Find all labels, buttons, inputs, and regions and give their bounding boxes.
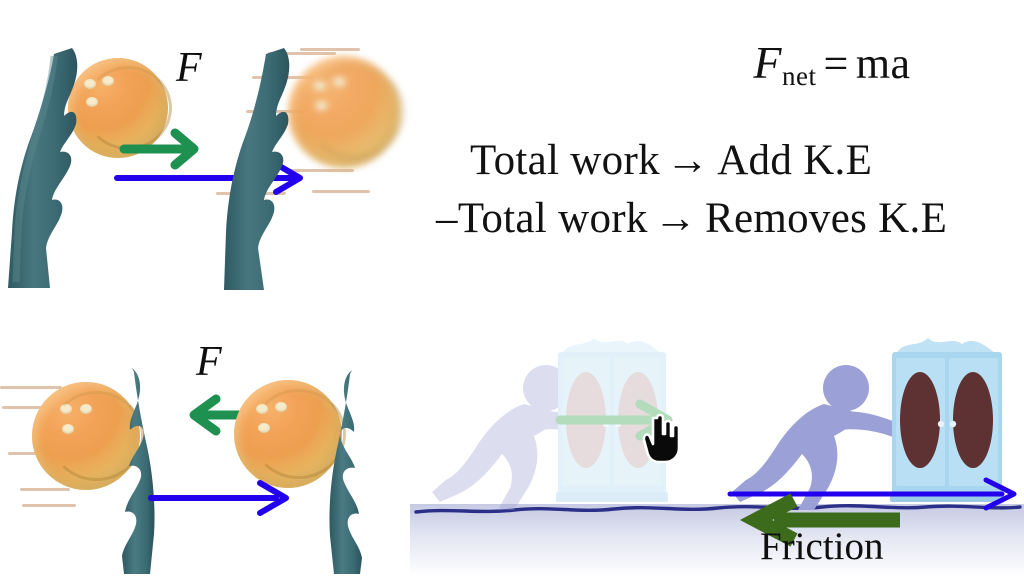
finger-hole (257, 423, 270, 434)
speed-line (2, 406, 60, 409)
bowling-ball (234, 380, 347, 488)
solid-push-scene (722, 330, 1024, 530)
formula-equals: = (823, 39, 849, 88)
hand-right (312, 366, 374, 576)
hand-middle (110, 364, 170, 576)
finger-hole (332, 77, 346, 88)
statement-prefix: – (436, 195, 458, 242)
formula-subscript: net (782, 61, 817, 91)
speed-line (312, 190, 370, 193)
statement-total-work-adds-ke: Total work→Add K.E (470, 136, 872, 185)
friction-label: Friction (760, 525, 884, 568)
displacement-arrow-right (727, 477, 1017, 511)
displacement-arrow-right (148, 480, 289, 516)
person-figure (432, 365, 606, 510)
finger-hole (60, 403, 73, 414)
finger-hole (84, 79, 96, 89)
formula-right-side: ma (855, 39, 911, 88)
statement-right: Removes K.E (705, 195, 948, 242)
bowling-ball (68, 58, 172, 158)
force-label-F: F (176, 45, 202, 91)
speed-line (268, 52, 336, 55)
force-arrow-right (119, 128, 199, 170)
speed-line (0, 386, 62, 389)
speed-line (20, 488, 70, 491)
panel-ball-slowing-down: F (0, 330, 400, 576)
right-arrow-icon: → (665, 137, 710, 184)
finger-hole (255, 403, 268, 414)
speed-line (300, 48, 360, 51)
formula-symbol: F (753, 37, 782, 88)
friction-arrow-left (739, 493, 900, 547)
right-arrow-icon: → (653, 195, 697, 242)
speed-line (22, 504, 76, 507)
pointing-hand-cursor[interactable] (642, 412, 684, 464)
force-label-F: F (196, 339, 222, 385)
statement-right: Add K.E (717, 137, 873, 184)
finger-hole (62, 424, 75, 435)
statement-left: Total work (470, 137, 660, 184)
hand-left (2, 42, 122, 290)
panel-friction-scene: Friction (410, 330, 1024, 576)
hand-right (214, 44, 330, 292)
speed-line (288, 169, 354, 172)
equation-fnet-ma: Fnet=ma (640, 36, 1024, 91)
person-figure (732, 365, 906, 510)
ground-haze (410, 504, 1024, 576)
finger-hole (275, 401, 288, 412)
ghost-push-scene (410, 330, 730, 530)
bowling-ball-blurred (288, 56, 405, 168)
statement-left: Total work (457, 195, 648, 242)
panel-ball-speeding-up: F (0, 30, 420, 290)
finger-hole (79, 403, 92, 414)
cabinet (890, 338, 1004, 502)
ground (410, 498, 1024, 576)
cabinet (556, 338, 668, 502)
statement-negative-work-removes-ke: –Total work→Removes K.E (436, 194, 947, 243)
bowling-ball (32, 382, 145, 490)
